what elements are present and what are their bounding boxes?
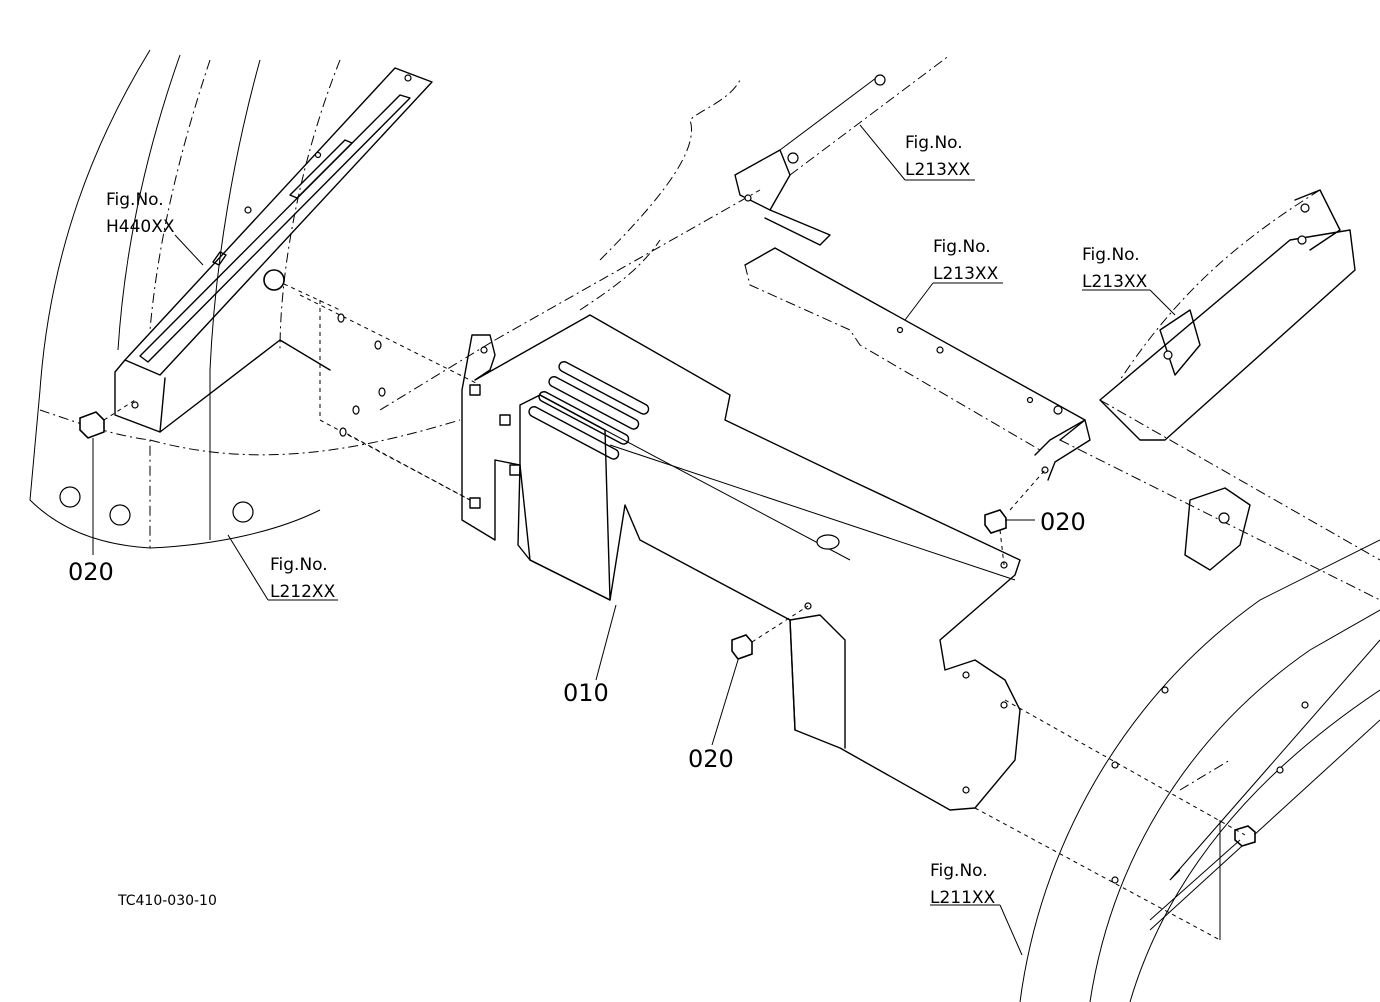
upper-rail <box>734 54 951 246</box>
figure-ref-caption: Fig.No. <box>1082 245 1140 265</box>
bolt-020-left <box>79 399 136 439</box>
bolts <box>79 269 1256 941</box>
part-callout-020-left: 020 <box>68 558 114 586</box>
figure-ref-caption: Fig.No. <box>106 190 164 210</box>
figure-ref-caption: Fig.No. <box>933 237 991 257</box>
figure-ref-l213-upper: Fig.No. L213XX <box>905 133 971 180</box>
figure-ref-l212: Fig.No. L212XX <box>270 555 336 602</box>
figure-ref-code: L213XX <box>905 160 971 180</box>
leaders <box>92 124 1176 956</box>
figure-ref-l213-right: Fig.No. L213XX <box>1082 245 1148 292</box>
figure-ref-code: L213XX <box>1082 272 1148 292</box>
figure-ref-caption: Fig.No. <box>270 555 328 575</box>
bolt-lower-right <box>1234 825 1256 847</box>
figure-ref-l213-middle: Fig.No. L213XX <box>933 237 999 284</box>
drawing-code: TC410-030-10 <box>117 893 217 909</box>
hidden-lines <box>299 79 1380 561</box>
figure-ref-caption: Fig.No. <box>930 861 988 881</box>
figure-ref-h440: Fig.No. H440XX <box>106 190 175 237</box>
figure-ref-code: L213XX <box>933 264 999 284</box>
figure-ref-code: L211XX <box>930 888 996 908</box>
bolt-upper-left <box>263 269 341 311</box>
figure-ref-code: H440XX <box>106 217 175 237</box>
cross-member <box>744 247 1380 601</box>
left-fender <box>29 49 461 549</box>
bolt-020-right <box>984 509 1007 566</box>
cover-panel-010 <box>461 314 1021 811</box>
figure-ref-caption: Fig.No. <box>905 133 963 153</box>
part-callout-010: 010 <box>563 679 609 707</box>
left-bracket <box>114 67 433 433</box>
bolt-020-center <box>731 605 809 660</box>
part-callout-020-center: 020 <box>688 745 734 773</box>
right-bracket <box>1099 189 1356 571</box>
figure-ref-code: L212XX <box>270 582 336 602</box>
right-fender <box>1019 539 1380 1002</box>
figure-ref-l211: Fig.No. L211XX <box>930 861 996 908</box>
part-callout-020-right: 020 <box>1040 508 1086 536</box>
